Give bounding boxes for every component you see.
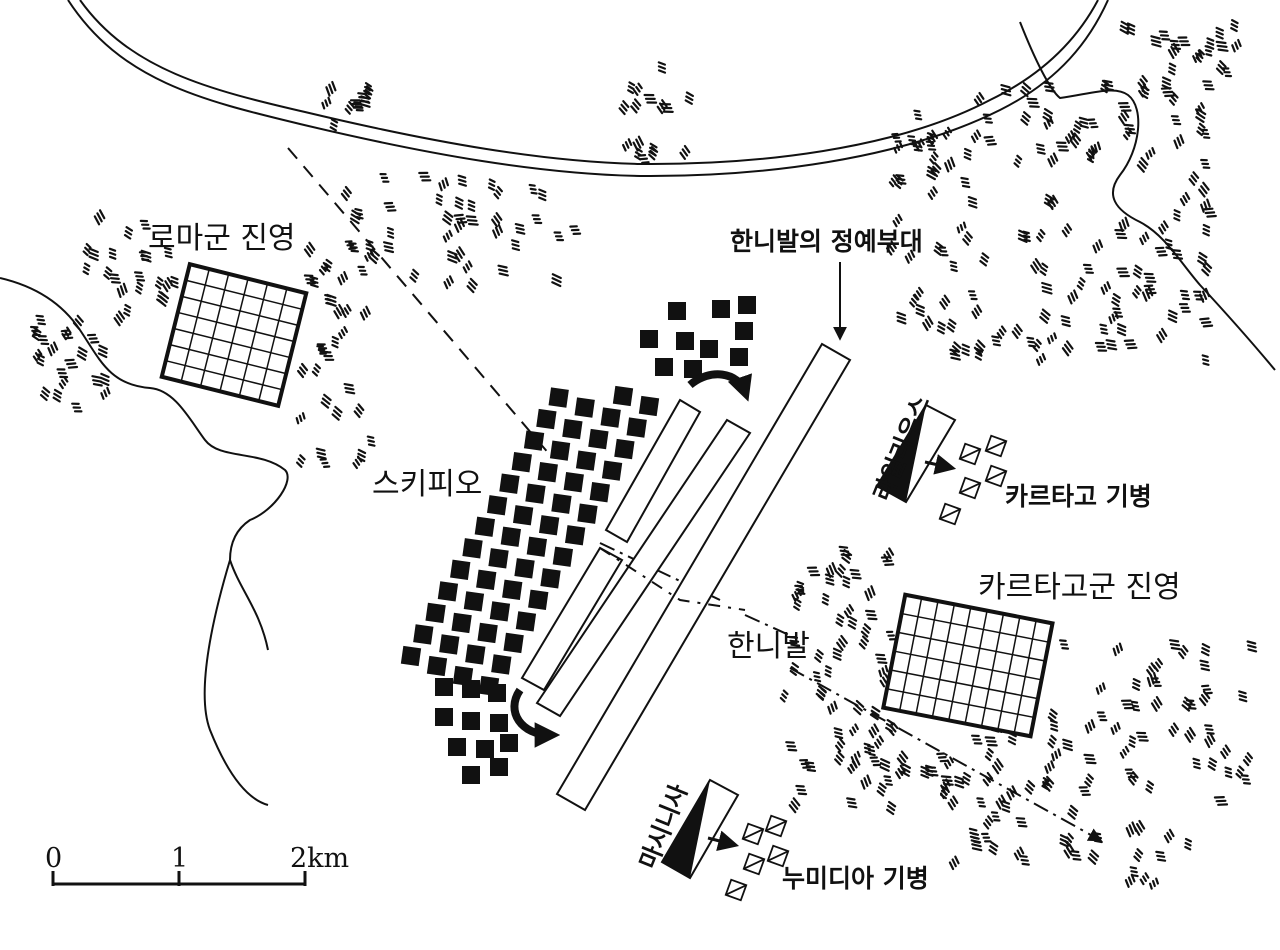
carthaginian-line-dashes	[599, 547, 746, 611]
scipio-approach-route	[287, 147, 551, 456]
scipio-label: 스키피오	[372, 467, 483, 502]
maneuver-arrow-north	[687, 370, 752, 402]
carthaginian-cavalry-label: 카르타고 기병	[1005, 482, 1152, 511]
hannibal-elite-label: 한니발의 정예부대	[730, 227, 923, 256]
carthaginian-cavalry-units	[938, 434, 1008, 526]
scale-bar	[51, 871, 307, 886]
numidian-cavalry-units	[724, 814, 790, 902]
scale-tick-1: 1	[171, 843, 189, 874]
hill-hachures	[30, 19, 1258, 890]
laelius-cavalry-wedge	[875, 403, 957, 504]
hannibal-label: 한니발	[727, 629, 810, 664]
hannibal-retreat-route	[599, 542, 1100, 840]
roman-camp-label: 로마군 진영	[148, 221, 296, 256]
scale-tick-0: 0	[45, 843, 63, 874]
road	[67, 0, 1109, 178]
scale-tick-2km: 2km	[290, 843, 350, 874]
carthaginian-camp-label: 카르타고군 진영	[978, 570, 1181, 605]
carthaginian-lines	[520, 342, 852, 812]
masinissa-cavalry-wedge	[660, 778, 740, 880]
roman-infantry-blocks	[400, 296, 756, 784]
numidian-cavalry-label: 누미디아 기병	[782, 864, 929, 893]
carthaginian-camp-grid	[880, 592, 1055, 739]
roman-camp-grid	[159, 261, 309, 409]
maneuver-arrow-south	[510, 687, 561, 748]
